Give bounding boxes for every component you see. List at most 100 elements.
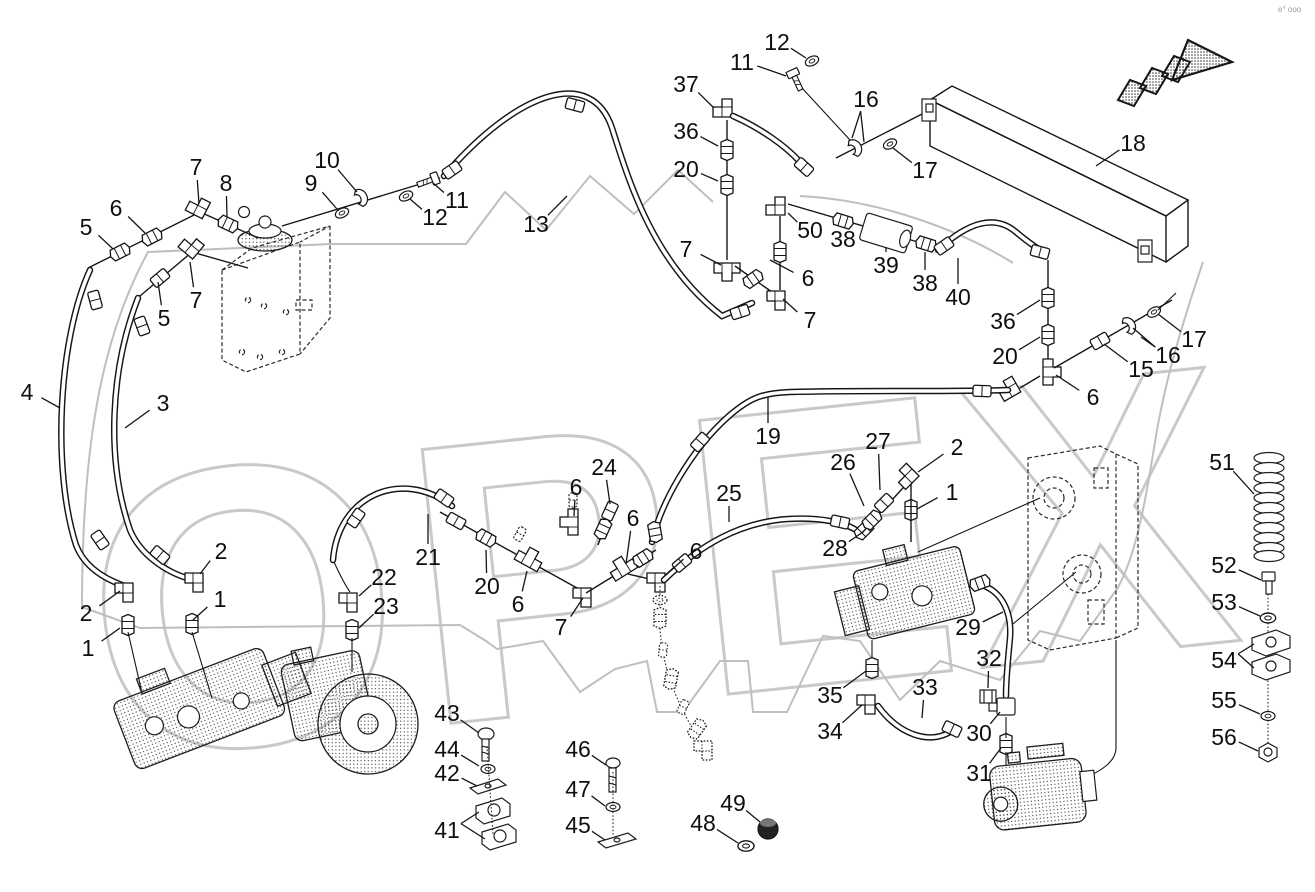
- leader-line: [849, 473, 865, 507]
- callout-43: 43: [434, 700, 480, 734]
- callout-7: 7: [190, 154, 202, 205]
- fitting-icon: [803, 53, 821, 69]
- callout-46: 46: [565, 736, 607, 766]
- callout-7: 7: [680, 236, 722, 266]
- callout-12: 12: [409, 198, 448, 230]
- leader-line: [591, 754, 607, 766]
- cooler-return-right: [994, 260, 1177, 402]
- callout-21: 21: [415, 514, 441, 570]
- callout-number: 42: [434, 760, 460, 786]
- leader-line: [97, 234, 114, 250]
- callout-6: 6: [512, 570, 528, 617]
- callout-6: 6: [625, 505, 639, 565]
- callout-5: 5: [157, 281, 171, 331]
- callout-number: 39: [873, 252, 899, 278]
- leader-line: [1018, 336, 1041, 351]
- leader-line: [841, 704, 863, 724]
- callout-6: 6: [665, 538, 702, 576]
- watermark-ribbon-bottom: [459, 261, 1204, 713]
- callout-number: 5: [158, 305, 171, 331]
- callout-49: 49: [720, 790, 761, 823]
- callout-52: 52: [1211, 552, 1262, 581]
- callout-number: 7: [555, 614, 568, 640]
- callout-number: 11: [445, 187, 469, 213]
- callout-39: 39: [873, 247, 899, 278]
- callout-20: 20: [673, 156, 719, 182]
- callout-number: 23: [373, 593, 399, 619]
- callout-number: 47: [565, 776, 591, 802]
- callout-3: 3: [124, 390, 169, 429]
- filter-39: [859, 212, 913, 254]
- leader-line: [225, 195, 228, 218]
- callout-number: 6: [1087, 384, 1100, 410]
- leader-line: [1238, 569, 1262, 581]
- callout-11: 11: [432, 182, 469, 213]
- callout-6: 6: [769, 259, 814, 291]
- piston-pump: [983, 742, 1098, 831]
- leader-line: [700, 135, 719, 147]
- fitting-icon: [713, 262, 741, 282]
- callout-53: 53: [1211, 589, 1261, 617]
- clamp-kit-51: [1251, 451, 1291, 763]
- hose-21-group: [329, 485, 456, 672]
- callout-number: 49: [720, 790, 746, 816]
- callout-41: 41: [434, 811, 486, 843]
- callout-15: 15: [1103, 343, 1154, 382]
- fitting-icon: [712, 98, 733, 118]
- callout-48: 48: [690, 810, 739, 844]
- callout-26: 26: [830, 449, 865, 507]
- callout-45: 45: [565, 812, 606, 841]
- callout-number: 17: [1181, 326, 1207, 352]
- leader-line: [1016, 299, 1041, 316]
- callout-number: 12: [764, 29, 790, 55]
- leader-line: [157, 281, 163, 306]
- callout-number: 29: [955, 614, 981, 640]
- leader-line: [757, 65, 787, 77]
- callout-number: 1: [82, 635, 95, 661]
- callout-number: 34: [817, 718, 843, 744]
- callout-6: 6: [110, 195, 146, 234]
- callout-20: 20: [992, 336, 1041, 369]
- leader-line: [358, 613, 375, 629]
- callout-number: 21: [415, 544, 441, 570]
- callout-19: 19: [755, 397, 781, 449]
- callout-number: 32: [976, 645, 1002, 671]
- fitting-icon: [1029, 243, 1051, 261]
- leader-line: [605, 479, 611, 505]
- callout-30: 30: [966, 711, 1001, 746]
- leader-line: [99, 590, 121, 607]
- leader-line: [769, 259, 794, 274]
- leader-line: [337, 169, 358, 193]
- callout-number: 6: [110, 195, 123, 221]
- leader-line: [1232, 470, 1255, 495]
- callout-number: 43: [434, 700, 460, 726]
- fitting-icon: [740, 267, 766, 291]
- leader-line: [196, 179, 200, 205]
- top-return-line: [712, 53, 1051, 311]
- hydraulic-tank: [221, 205, 331, 373]
- leader-line: [716, 828, 739, 844]
- callout-51: 51: [1209, 449, 1255, 495]
- fitting-icon: [657, 642, 669, 658]
- hose-19: [646, 384, 1012, 546]
- leader-line: [1238, 704, 1261, 715]
- leader-line: [1238, 741, 1259, 752]
- callout-number: 36: [673, 118, 699, 144]
- callout-7: 7: [189, 261, 202, 313]
- fitting-icon: [729, 303, 751, 321]
- callout-7: 7: [555, 597, 584, 640]
- leader-line: [700, 172, 719, 182]
- callout-13: 13: [523, 195, 568, 237]
- callout-number: 46: [565, 736, 591, 762]
- callout-6: 6: [1055, 374, 1100, 410]
- callout-number: 5: [80, 214, 93, 240]
- callout-54: 54: [1211, 643, 1255, 673]
- callout-number: 9: [305, 170, 318, 196]
- callout-number: 2: [215, 538, 228, 564]
- callout-42: 42: [434, 760, 478, 787]
- callout-20: 20: [474, 549, 500, 599]
- callout-37: 37: [673, 71, 715, 109]
- callout-number: 28: [822, 535, 848, 561]
- plug-48-49: [737, 818, 779, 852]
